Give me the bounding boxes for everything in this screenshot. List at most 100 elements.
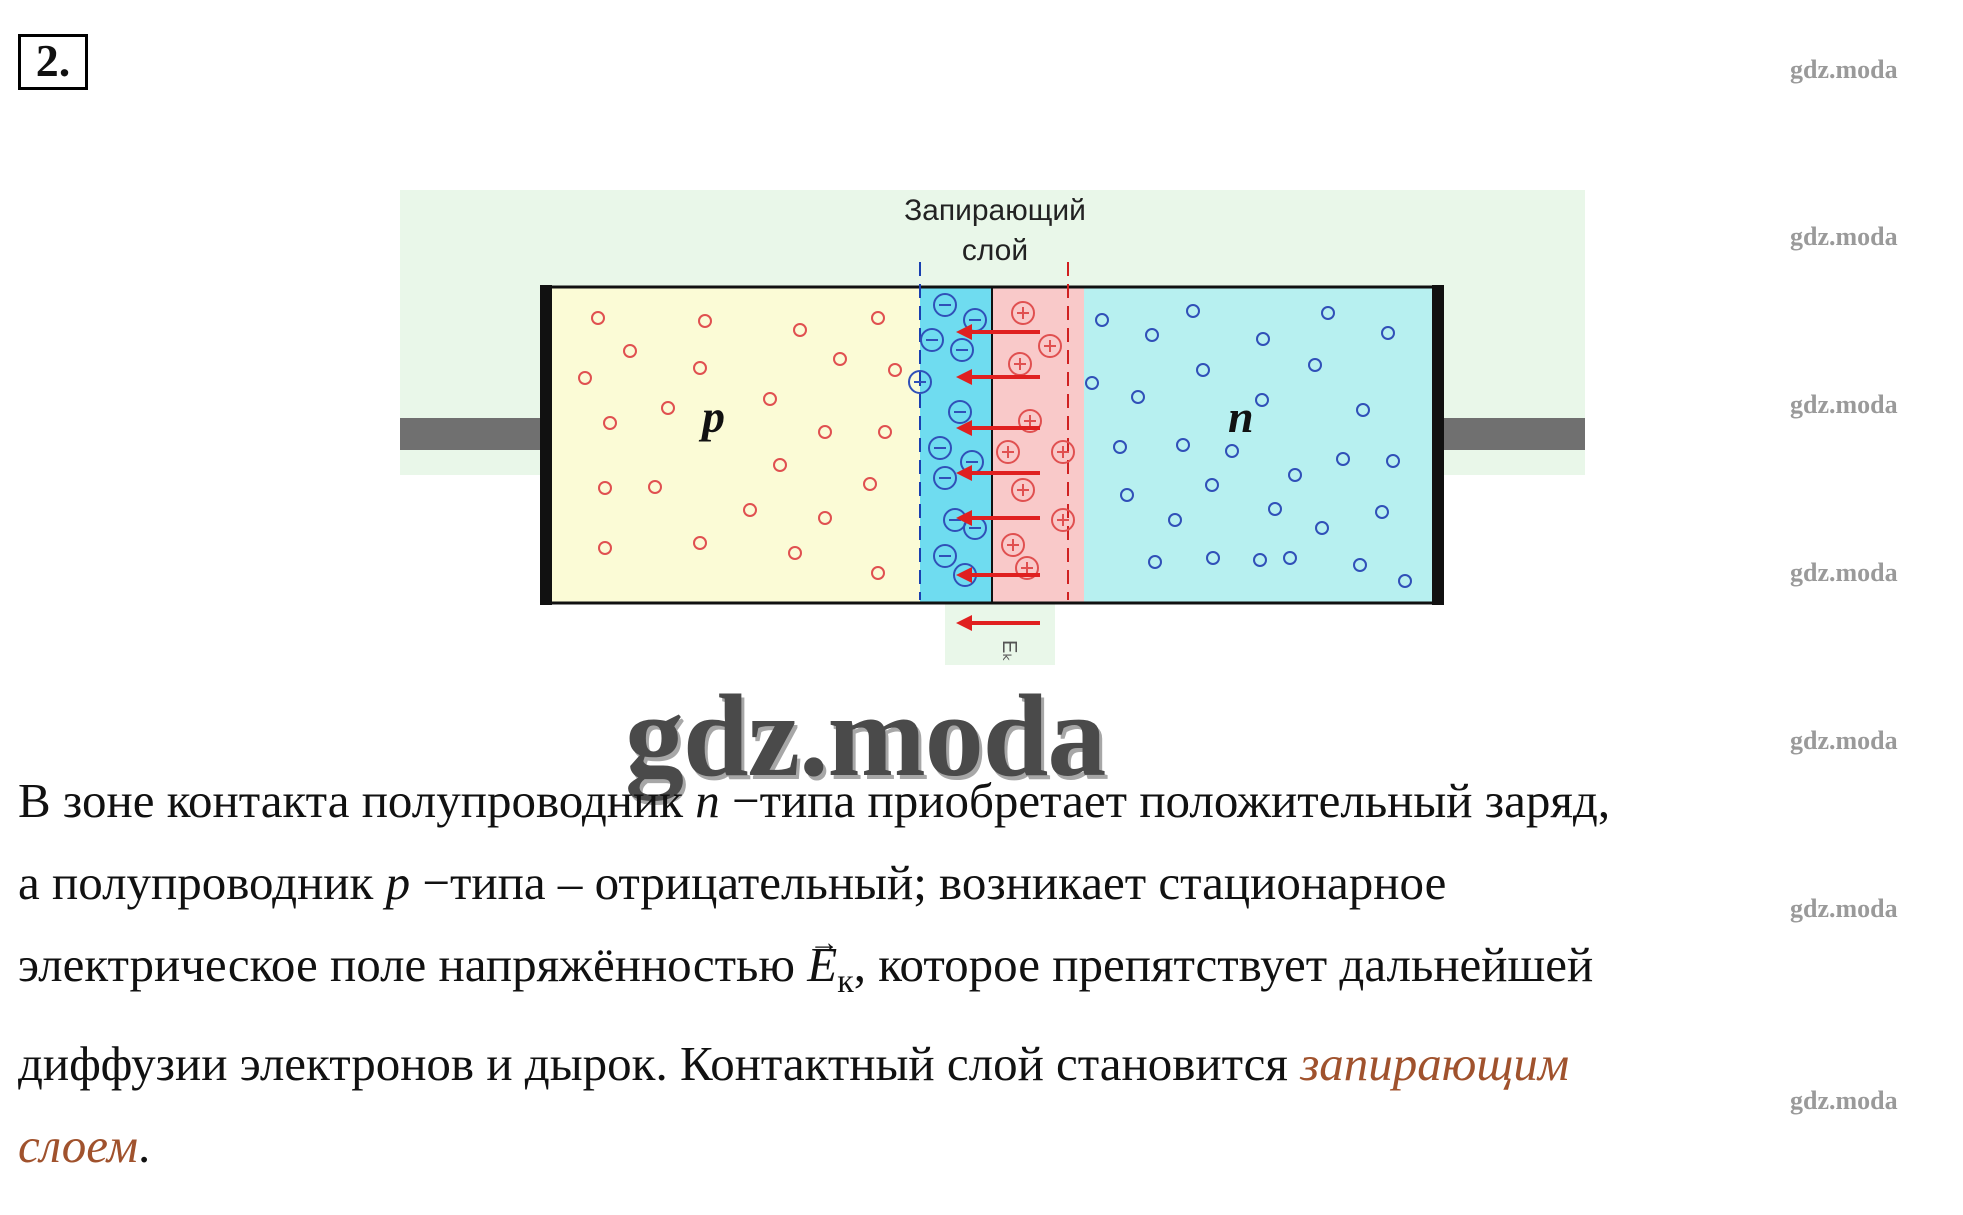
field-arrow (956, 615, 1040, 631)
electrons-group (1085, 304, 1412, 588)
n-label: n (1228, 391, 1254, 442)
electron-carrier (1225, 444, 1239, 458)
electron-carrier (1095, 313, 1109, 327)
term-highlight: слоем (18, 1117, 139, 1173)
hole-carrier (773, 458, 787, 472)
electron-carrier (1253, 553, 1267, 567)
positive-ion (1051, 440, 1075, 464)
negative-ion (948, 400, 972, 424)
watermark-large: gdz.moda (625, 670, 1106, 801)
hole-carrier (623, 344, 637, 358)
hole-carrier (871, 311, 885, 325)
hole-carrier (648, 480, 662, 494)
positive-ion (1011, 478, 1035, 502)
watermark-small: gdz.moda (1790, 222, 1898, 251)
negative-ion (950, 338, 974, 362)
electron-carrier (1120, 488, 1134, 502)
electron-carrier (1186, 304, 1200, 318)
hole-carrier (788, 546, 802, 560)
hole-carrier (888, 363, 902, 377)
electron-carrier (1315, 521, 1329, 535)
electron-carrier (1356, 403, 1370, 417)
electron-carrier (1283, 551, 1297, 565)
right-lead (1440, 418, 1585, 450)
answer-line-2: а полупроводник p −типа – отрицательный;… (18, 855, 1447, 910)
diagram-background-lower (945, 600, 1055, 665)
hole-carrier (693, 361, 707, 375)
field-strength-symbol: →Eк (807, 926, 854, 1000)
positive-ion (1038, 334, 1062, 358)
hole-carrier (598, 481, 612, 495)
negative-ions-group (908, 293, 987, 587)
p-label: p (698, 391, 725, 442)
answer-line-1: В зоне контакта полупроводник n −типа пр… (18, 773, 1611, 828)
electron-carrier (1168, 513, 1182, 527)
answer-line-5: слоем. (18, 1117, 151, 1173)
electron-carrier (1085, 376, 1099, 390)
electron-carrier (1255, 393, 1269, 407)
p-region (552, 287, 920, 603)
hole-carrier (871, 566, 885, 580)
field-arrow (956, 324, 1040, 340)
positive-ion (1011, 301, 1035, 325)
positive-ion (996, 440, 1020, 464)
hole-carrier (693, 536, 707, 550)
hole-carrier (863, 477, 877, 491)
negative-ion (920, 328, 944, 352)
electron-carrier (1145, 328, 1159, 342)
field-arrow (956, 567, 1040, 583)
hole-carrier (763, 392, 777, 406)
positive-ion (1001, 533, 1025, 557)
hole-carrier (833, 352, 847, 366)
electron-carrier (1353, 558, 1367, 572)
hole-carrier (818, 425, 832, 439)
negative-ion (928, 436, 952, 460)
hole-carrier (698, 314, 712, 328)
field-arrow (956, 369, 1040, 385)
electron-carrier (1386, 454, 1400, 468)
watermark-small: gdz.moda (1790, 558, 1898, 587)
answer-line-3: электрическое поле напряжённостью →Eк, к… (18, 924, 1948, 1023)
electron-carrier (1196, 363, 1210, 377)
electron-carrier (1381, 326, 1395, 340)
field-arrows-group (956, 324, 1040, 631)
hole-carrier (793, 323, 807, 337)
barrier-label-line2: слой (962, 234, 1028, 267)
electron-carrier (1398, 574, 1412, 588)
negative-ion (908, 370, 932, 394)
hole-carrier (743, 503, 757, 517)
task-number: 2. (18, 34, 88, 90)
watermark-small: gdz.moda (1790, 55, 1898, 84)
electron-carrier (1288, 468, 1302, 482)
electron-carrier (1148, 555, 1162, 569)
electron-carrier (1205, 478, 1219, 492)
answer-paragraph: В зоне контакта полупроводник n −типа пр… (18, 760, 1948, 1187)
hole-carrier (878, 425, 892, 439)
electron-carrier (1176, 438, 1190, 452)
left-contact (540, 285, 552, 605)
field-arrow (956, 465, 1040, 481)
negative-ion (933, 466, 957, 490)
field-arrow (956, 510, 1040, 526)
electron-carrier (1206, 551, 1220, 565)
hole-carrier (661, 401, 675, 415)
electron-carrier (1113, 440, 1127, 454)
field-label: Eₖ (998, 640, 1020, 662)
electron-carrier (1321, 306, 1335, 320)
watermark-small: gdz.moda (1790, 390, 1898, 419)
holes-group (578, 311, 902, 580)
electron-carrier (1375, 505, 1389, 519)
positive-ion (1015, 556, 1039, 580)
watermark-small: gdz.moda (1790, 894, 1898, 923)
hole-carrier (603, 416, 617, 430)
hole-carrier (578, 371, 592, 385)
electron-carrier (1268, 502, 1282, 516)
positive-ion (1018, 409, 1042, 433)
hole-carrier (598, 541, 612, 555)
negative-ion (933, 293, 957, 317)
term-highlight: запирающим (1300, 1035, 1570, 1091)
hole-carrier (818, 511, 832, 525)
field-arrow (956, 420, 1040, 436)
barrier-label-line1: Запирающий (904, 194, 1086, 227)
electron-carrier (1131, 390, 1145, 404)
